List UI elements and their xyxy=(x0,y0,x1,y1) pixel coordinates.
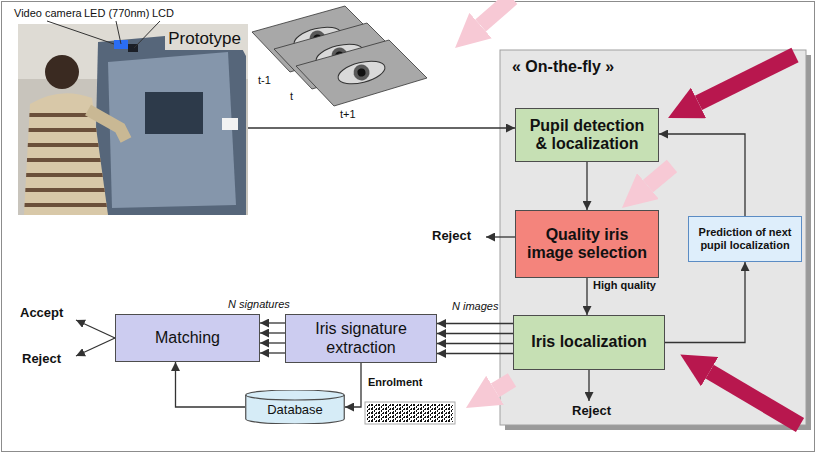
pupil xyxy=(357,68,367,78)
part-label: LED (770nm) xyxy=(84,7,149,20)
leader-lines xyxy=(47,21,160,48)
node-text: Database xyxy=(267,403,323,418)
frame-label: t+1 xyxy=(340,108,356,121)
led xyxy=(114,40,128,49)
cylinder-body xyxy=(246,390,345,424)
flow-arrow xyxy=(260,342,285,343)
stripe xyxy=(20,128,110,132)
stripe xyxy=(20,188,110,192)
prototype-photo xyxy=(18,24,248,215)
flow-arrow xyxy=(260,332,285,333)
stripe xyxy=(20,173,110,177)
pointer-arrow xyxy=(648,166,672,186)
node-text: Iris localization xyxy=(531,333,647,351)
process-box: Matching xyxy=(115,314,260,362)
database-cylinder: Database xyxy=(245,390,345,424)
iris-code xyxy=(365,402,455,424)
process-box: Pupil detection & localization xyxy=(515,108,659,162)
photo-ground xyxy=(18,24,248,215)
node-text: Prototype xyxy=(165,28,244,50)
flow-arrow xyxy=(665,262,745,343)
flow-arrow xyxy=(176,362,246,407)
stripe xyxy=(20,203,110,207)
process-box: Iris signature extraction xyxy=(285,314,437,363)
flow-arrow xyxy=(437,353,513,354)
person-arm xyxy=(88,110,126,140)
eye-frames xyxy=(252,6,427,106)
edge-label: Enrolment xyxy=(368,376,422,389)
node-text: Prediction of next pupil localization xyxy=(695,226,795,251)
node-text: Iris signature extraction xyxy=(296,320,426,357)
part-label: Video camera xyxy=(14,7,82,20)
flow-arrow xyxy=(437,323,513,324)
stripe xyxy=(20,143,110,147)
eye-white xyxy=(336,57,387,88)
node-text: Matching xyxy=(155,329,220,347)
process-box: Iris localization xyxy=(513,315,665,370)
barcode xyxy=(367,404,453,422)
flow-arrow xyxy=(659,134,745,216)
leader-line xyxy=(47,21,114,44)
frame-label: t xyxy=(290,90,293,103)
flow-arrow xyxy=(345,363,361,407)
lcd-screen xyxy=(145,92,203,134)
outcome-label: Accept xyxy=(20,306,63,321)
edge-label: High quality xyxy=(593,279,656,292)
eye xyxy=(336,57,387,88)
flow-arrow xyxy=(260,322,285,323)
process-group: « On-the-fly » Pupil detection & localiza… xyxy=(500,50,806,425)
selection-box: Quality iris image selection xyxy=(515,210,659,278)
pointer-arrow xyxy=(495,380,512,390)
prediction-box: Prediction of next pupil localization xyxy=(688,216,802,262)
node-text: Quality iris image selection xyxy=(526,226,648,263)
node-text: « On-the-fly » xyxy=(512,58,614,76)
outcome-label: Reject xyxy=(22,352,61,367)
leader-line xyxy=(116,21,121,44)
outcome-label: Reject xyxy=(432,229,471,244)
pointer-arrows xyxy=(481,0,800,425)
reject-arrow xyxy=(76,338,115,356)
accept-arrow xyxy=(76,320,115,338)
wall-sign xyxy=(222,118,238,130)
flow-arrow xyxy=(586,278,587,315)
frame-label: t-1 xyxy=(258,74,271,87)
edge-label: N images xyxy=(452,300,498,313)
flow-arrow xyxy=(248,127,515,128)
panel-ground xyxy=(500,50,806,425)
flow-arrow xyxy=(437,333,513,334)
barcode-frame xyxy=(365,402,455,424)
cylinder-rim xyxy=(246,395,345,400)
reject-arrow xyxy=(486,236,515,237)
stripe xyxy=(20,158,110,162)
flow-arrow xyxy=(586,162,587,210)
node-text: Pupil detection & localization xyxy=(526,117,648,154)
pointer-arrow xyxy=(699,55,796,103)
edge-label: N signatures xyxy=(228,298,290,311)
pointer-arrow xyxy=(710,372,800,425)
iris xyxy=(352,63,371,82)
eye-frame xyxy=(296,40,427,106)
shirt-stripes xyxy=(20,115,110,205)
leader-line xyxy=(134,21,160,48)
reject-arrow xyxy=(588,370,589,401)
photo-node: Prototype xyxy=(18,24,248,215)
part-label: LCD xyxy=(152,7,174,20)
person-head xyxy=(45,55,79,89)
flow-arrow xyxy=(260,352,285,353)
outcome-label: Reject xyxy=(572,404,611,419)
pointer-arrow xyxy=(481,0,512,26)
flow-arrow xyxy=(437,343,513,344)
